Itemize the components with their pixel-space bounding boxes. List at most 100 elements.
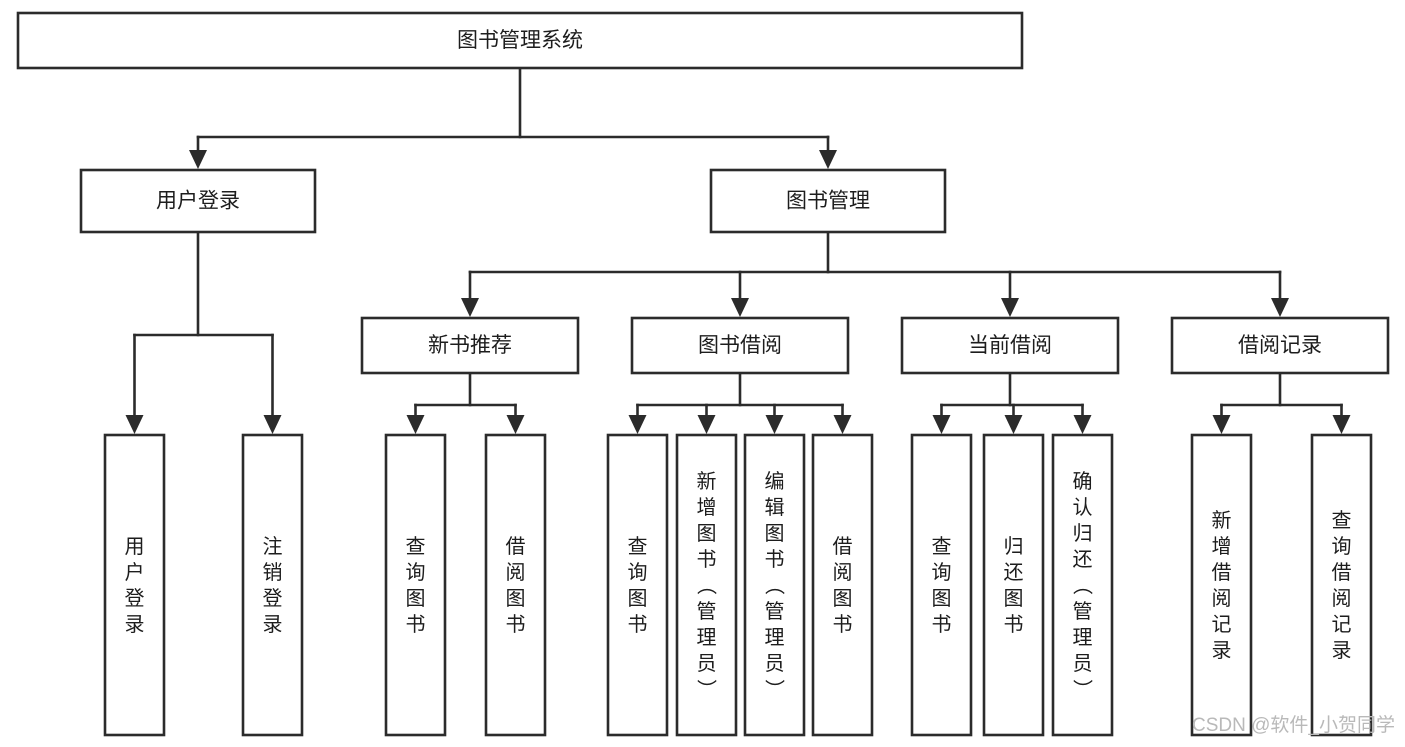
connector-root-to-level2	[189, 66, 837, 169]
node-level2-user-login[interactable]: 用户登录	[79, 168, 317, 234]
node-box	[900, 316, 1120, 375]
node-label-char: 录	[1212, 640, 1232, 662]
node-label-char: 管	[765, 600, 785, 623]
arrow-head-icon	[1004, 415, 1023, 434]
node-label-char: 查	[1332, 509, 1352, 532]
node-label-char: 询	[406, 561, 426, 584]
node-label-char: 销	[263, 561, 283, 584]
node-label-char: 增	[697, 496, 717, 519]
node-label-char: 询	[932, 561, 952, 584]
node-label-char: 图	[406, 588, 426, 610]
node-label-char: 新	[697, 470, 717, 493]
node-label-char: 注	[263, 535, 283, 558]
node-label-char: 阅	[1332, 587, 1352, 610]
node-label-char: 借	[506, 535, 526, 558]
node-label-char: 阅	[833, 561, 853, 584]
node-box	[1190, 433, 1253, 737]
node-level3-new-book-rec[interactable]: 新书推荐	[360, 316, 580, 375]
node-label-char: 归	[1073, 522, 1093, 545]
node-label-char: 图	[765, 523, 785, 545]
node-label: 图书管理系统	[457, 29, 583, 52]
node-box	[630, 316, 850, 375]
node-label-char: 书	[406, 613, 426, 636]
node-box	[675, 433, 738, 737]
node-box	[1170, 316, 1390, 375]
node-box	[103, 433, 166, 737]
node-leaf-leaf-user-login[interactable]: 用户登录	[103, 433, 166, 737]
node-label-char: 管	[697, 600, 717, 623]
node-label-char: 阅	[506, 561, 526, 584]
node-label: 当前借阅	[968, 334, 1052, 357]
node-label-char: 书	[932, 613, 952, 636]
node-label-char: 辑	[765, 496, 785, 519]
arrow-head-icon	[628, 415, 647, 434]
node-box	[241, 433, 304, 737]
node-label: 用户登录	[156, 190, 240, 213]
connectors-layer	[125, 66, 1351, 434]
node-box	[16, 11, 1024, 70]
node-label-char: 图	[506, 588, 526, 610]
node-root-root[interactable]: 图书管理系统	[16, 11, 1024, 70]
node-label-char: 书	[697, 548, 717, 571]
node-label: 新书推荐	[428, 334, 512, 357]
node-label-char: 图	[932, 588, 952, 610]
arrow-head-icon	[189, 150, 207, 169]
connector-userlogin-to-leaves	[125, 230, 282, 434]
node-label-char: ）	[1071, 679, 1094, 699]
node-level3-borrow-record[interactable]: 借阅记录	[1170, 316, 1390, 375]
connector-current-borrow-to-leaves	[932, 371, 1092, 434]
node-label-char: 认	[1073, 496, 1093, 519]
arrow-head-icon	[263, 415, 282, 434]
arrow-head-icon	[1271, 298, 1289, 317]
node-label: 借阅记录	[1238, 334, 1322, 357]
node-label-char: 理	[1073, 627, 1093, 649]
node-level3-current-borrow[interactable]: 当前借阅	[900, 316, 1120, 375]
node-label-char: 图	[833, 588, 853, 610]
node-label-char: 用	[125, 536, 145, 558]
node-label-char: 编	[765, 470, 785, 493]
node-label-char: 员	[765, 653, 785, 675]
node-label-char: 归	[1004, 535, 1024, 558]
node-label-char: 新	[1212, 509, 1232, 532]
arrow-head-icon	[1332, 415, 1351, 434]
node-level3-book-borrow[interactable]: 图书借阅	[630, 316, 850, 375]
arrow-head-icon	[932, 415, 951, 434]
node-label-char: 书	[506, 613, 526, 636]
node-label-char: 图	[1004, 588, 1024, 610]
node-label-vertical: 用户登录	[125, 536, 145, 636]
node-label-char: 录	[263, 614, 283, 636]
node-level2-book-manage[interactable]: 图书管理	[709, 168, 947, 234]
node-box	[484, 433, 547, 737]
node-label-char: 借	[1212, 561, 1232, 584]
node-box	[360, 316, 580, 375]
node-box	[1051, 433, 1114, 737]
node-label-char: 增	[1212, 535, 1232, 558]
arrow-head-icon	[461, 298, 479, 317]
arrow-head-icon	[833, 415, 852, 434]
node-label-char: 录	[1332, 640, 1352, 662]
node-box	[910, 433, 973, 737]
node-box	[79, 168, 317, 234]
csdn-watermark: CSDN @软件_小贺同学	[1192, 714, 1395, 736]
arrow-head-icon	[765, 415, 784, 434]
